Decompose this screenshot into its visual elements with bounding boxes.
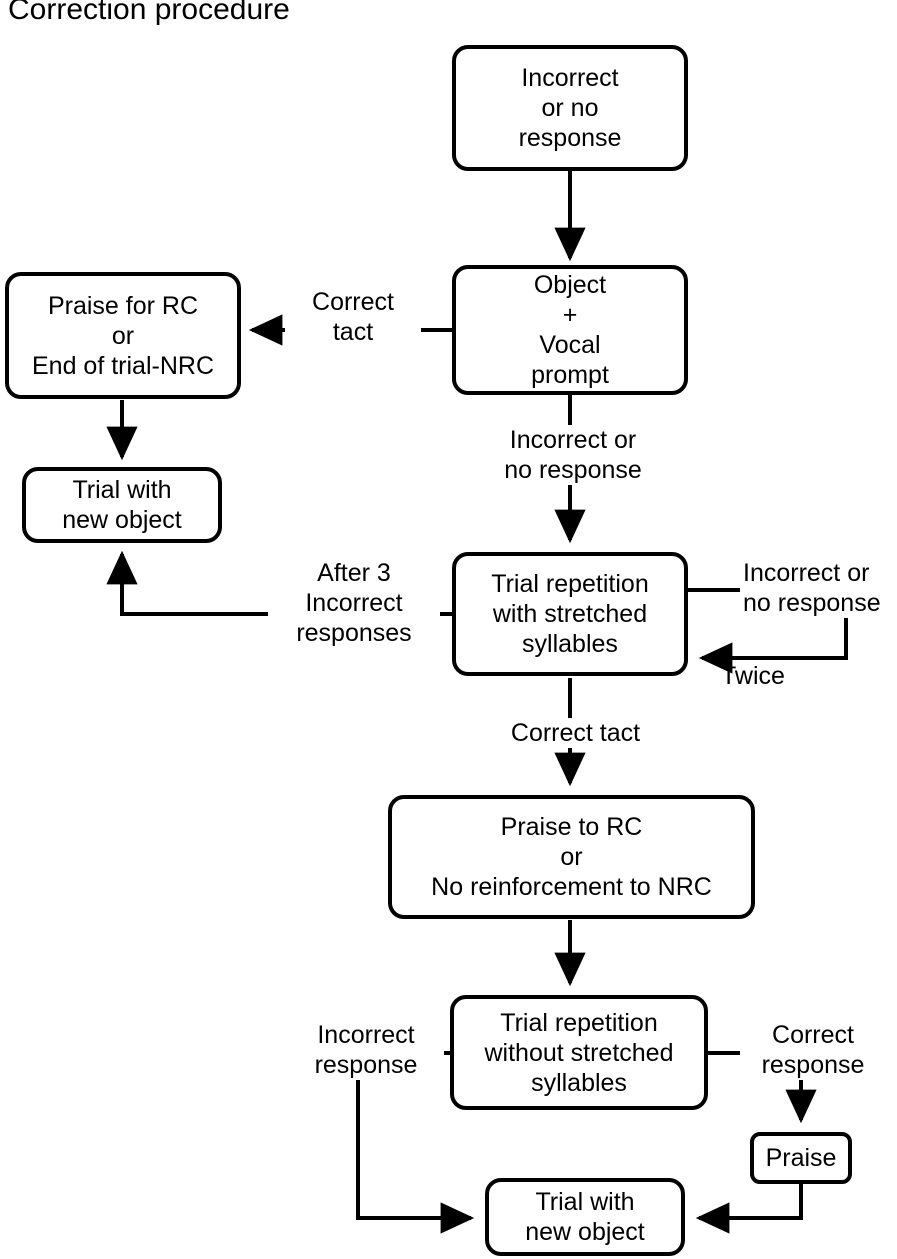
node-incorrect-or-no-response[interactable]: Incorrect or no response xyxy=(452,45,688,171)
edge-label-twice: Twice xyxy=(721,662,785,690)
node-trial-with-new-object-bottom[interactable]: Trial with new object xyxy=(485,1178,685,1256)
node-label: Object + Vocal prompt xyxy=(531,271,609,389)
node-label: Trial with new object xyxy=(62,476,182,534)
edge-label-correct-tact-2: Correct tact xyxy=(485,718,666,748)
node-praise[interactable]: Praise xyxy=(750,1132,852,1184)
page-title: Correction procedure xyxy=(8,0,290,26)
node-label: Trial repetition with stretched syllable… xyxy=(491,570,649,658)
node-label: Incorrect or no response xyxy=(518,64,622,152)
node-label: Trial repetition without stretched sylla… xyxy=(484,1008,674,1097)
node-label: Praise for RC or End of trial-NRC xyxy=(32,291,214,380)
node-trial-repetition-stretched[interactable]: Trial repetition with stretched syllable… xyxy=(452,552,688,676)
node-praise-to-rc[interactable]: Praise to RC or No reinforcement to NRC xyxy=(388,795,755,919)
edge-label-correct-tact: Correct tact xyxy=(285,287,421,347)
edge-label-incorrect-or-no-response-2: Incorrect or no response xyxy=(740,558,897,618)
node-object-vocal-prompt[interactable]: Object + Vocal prompt xyxy=(452,265,688,395)
edge-label-correct-response: Correct response xyxy=(740,1020,886,1080)
edge-label-incorrect-or-no-response-1: Incorrect or no response xyxy=(472,425,674,485)
node-trial-repetition-without-stretched[interactable]: Trial repetition without stretched sylla… xyxy=(450,995,708,1110)
node-label: Praise to RC or No reinforcement to NRC xyxy=(431,813,712,901)
edge-label-after-3-incorrect-responses: After 3 Incorrect responses xyxy=(268,558,440,648)
node-label: Trial with new object xyxy=(525,1188,645,1246)
node-label: Praise xyxy=(765,1144,837,1172)
edge-label-incorrect-response: Incorrect response xyxy=(288,1020,444,1080)
edge-praise-to-trial-bottom xyxy=(695,1184,803,1234)
node-praise-for-rc[interactable]: Praise for RC or End of trial-NRC xyxy=(5,272,241,399)
node-trial-with-new-object-top[interactable]: Trial with new object xyxy=(22,467,222,543)
